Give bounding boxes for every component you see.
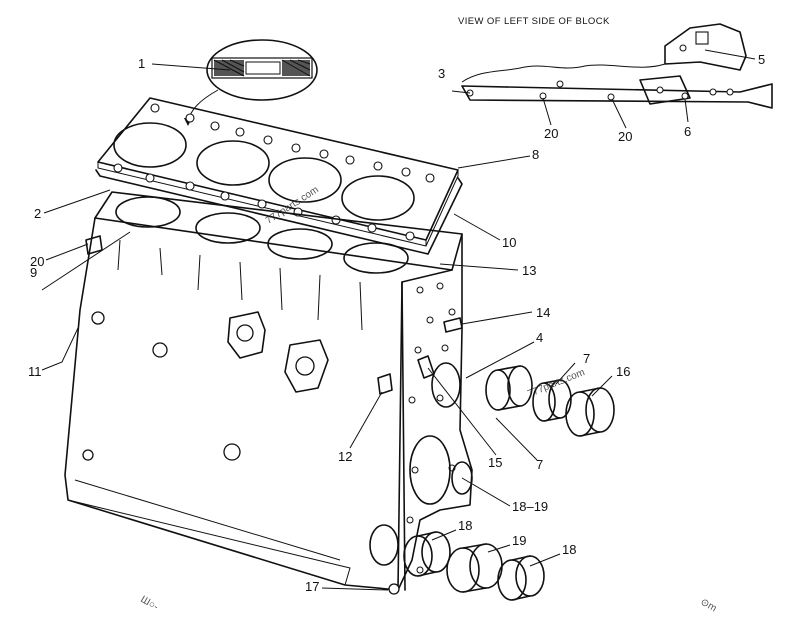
callout-8: 8 — [532, 147, 540, 162]
camshaft-bushings — [485, 365, 615, 437]
callout-20-inset-left: 20 — [544, 126, 559, 141]
gasket-section-inset — [206, 39, 318, 101]
cylinder-block-deck — [94, 191, 463, 274]
callout-9: 9 — [30, 265, 38, 280]
callout-3: 3 — [438, 66, 446, 81]
callout-18-right: 18 — [562, 542, 577, 557]
callout-13: 13 — [522, 263, 537, 278]
main-bearing-sleeves — [388, 531, 545, 601]
callout-14: 14 — [536, 305, 551, 320]
callout-16: 16 — [616, 364, 631, 379]
callout-10: 10 — [502, 235, 517, 250]
inset-title: VIEW OF LEFT SIDE OF BLOCK — [458, 16, 610, 27]
callout-20-inset-right: 20 — [618, 129, 633, 144]
callout-19: 19 — [512, 533, 527, 548]
callout-7-top: 7 — [583, 351, 591, 366]
callout-5: 5 — [758, 52, 766, 67]
spacer-plate — [95, 169, 463, 255]
callout-15: 15 — [488, 455, 503, 470]
callout-12: 12 — [338, 449, 353, 464]
callout-11: 11 — [28, 364, 42, 379]
leader-lines — [41, 49, 756, 591]
callout-1: 1 — [138, 56, 146, 71]
left-side-view-inset — [461, 23, 773, 109]
callout-18-19: 18–19 — [512, 499, 549, 514]
callout-2: 2 — [34, 206, 42, 221]
callout-4: 4 — [536, 330, 544, 345]
callout-7-bottom: 7 — [536, 457, 544, 472]
head-gasket-upper — [97, 97, 459, 247]
callout-6: 6 — [684, 124, 692, 139]
callout-17: 17 — [305, 579, 320, 594]
cylinder-block-body — [64, 217, 473, 591]
callout-18-left: 18 — [458, 518, 473, 533]
callout-20-block: 20 — [30, 254, 45, 269]
